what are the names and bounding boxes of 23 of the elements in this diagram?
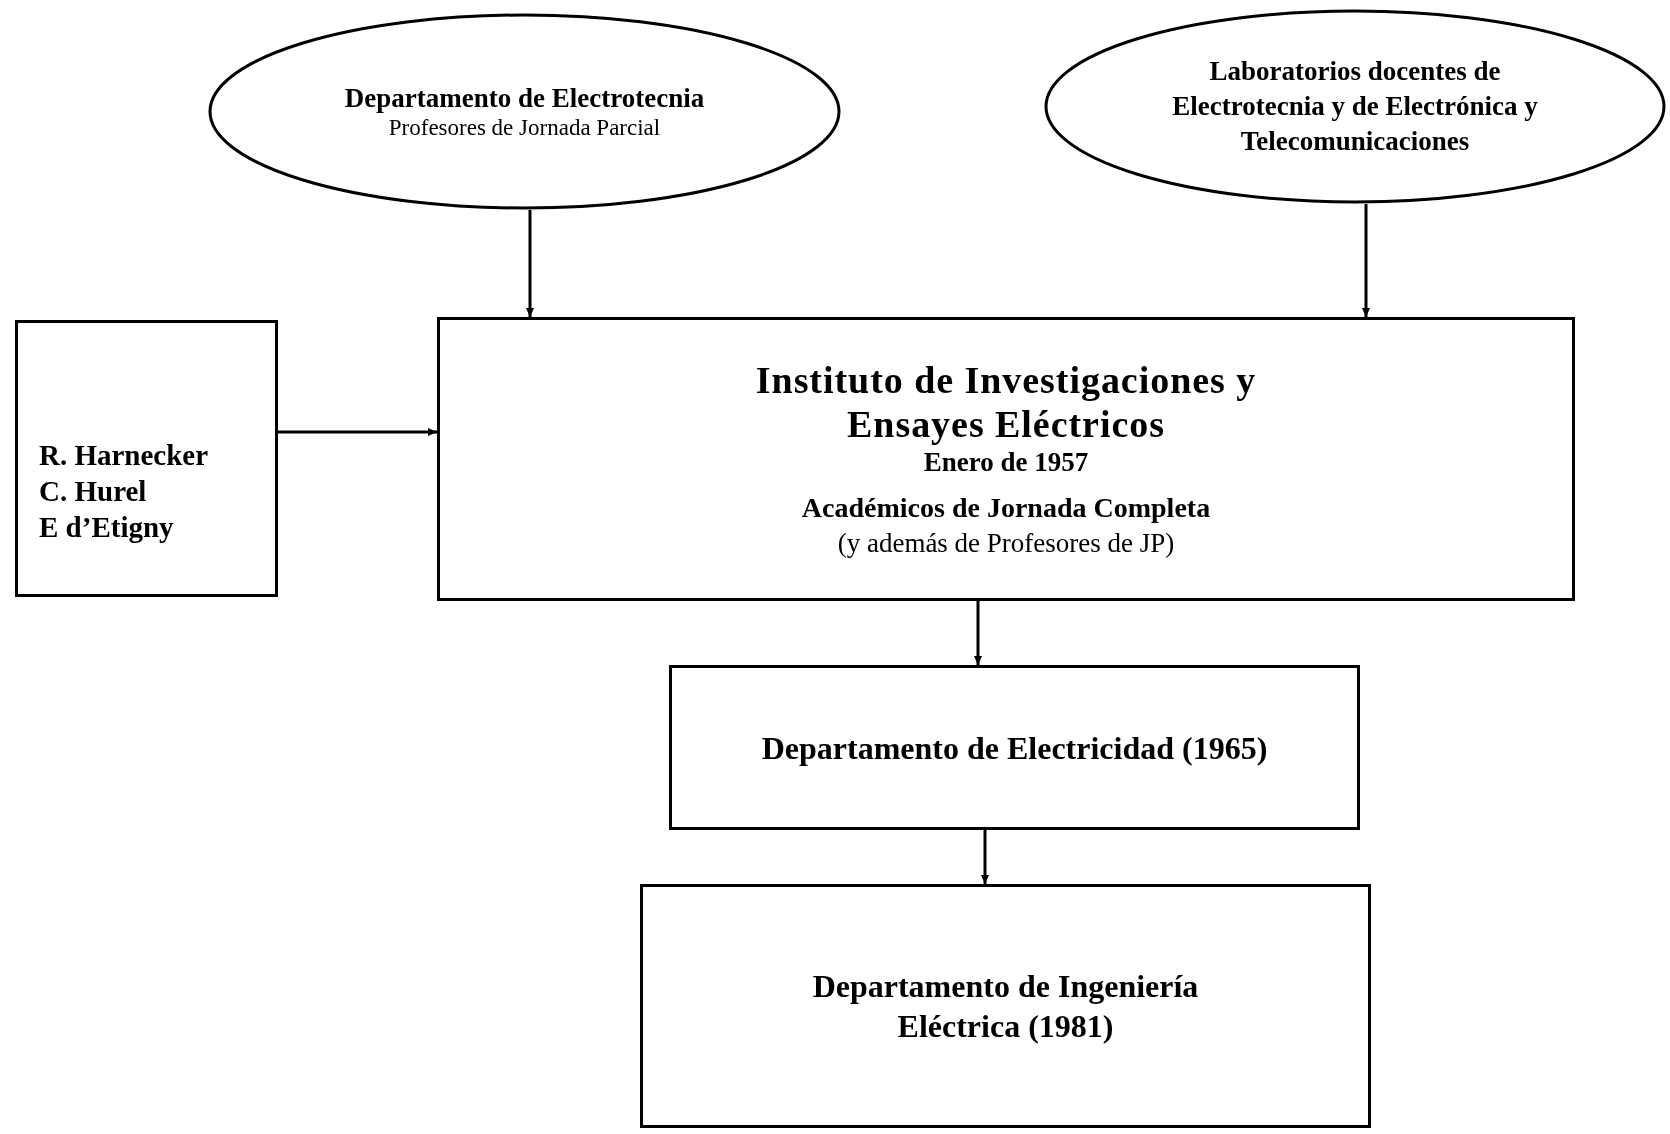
arrow [974, 601, 982, 665]
node-text: Profesores de Jornada Parcial [388, 113, 661, 142]
process-box [669, 665, 1360, 830]
node-text: E d’Etigny [39, 509, 174, 545]
node-text: C. Hurel [39, 473, 147, 509]
node-title: Departamento de Ingeniería Eléctrica (1981) [811, 967, 1200, 1046]
arrow [526, 210, 534, 317]
arrow [278, 428, 437, 436]
node-text: Académicos de Jornada Completa [801, 491, 1211, 525]
ellipse-node [208, 13, 841, 210]
process-box [437, 317, 1575, 601]
arrow [1362, 204, 1370, 317]
node-title: Departamento de Electricidad (1965) [761, 728, 1268, 768]
node-title: R. Harnecker [39, 437, 209, 473]
node-text: Enero de 1957 [923, 446, 1089, 478]
arrow [981, 830, 989, 884]
node-title: Instituto de Investigaciones y Ensayes Eléctricos [754, 358, 1258, 446]
process-box [15, 320, 278, 597]
node-title: Laboratorios docentes de Electrotecnia y de Electrónica y Telecomunicaciones [1171, 55, 1539, 158]
node-text: (y además de Profesores de JP) [837, 527, 1175, 560]
ellipse-node [1044, 9, 1666, 204]
process-box [640, 884, 1371, 1128]
node-title: Departamento de Electrotecnia [344, 81, 705, 114]
